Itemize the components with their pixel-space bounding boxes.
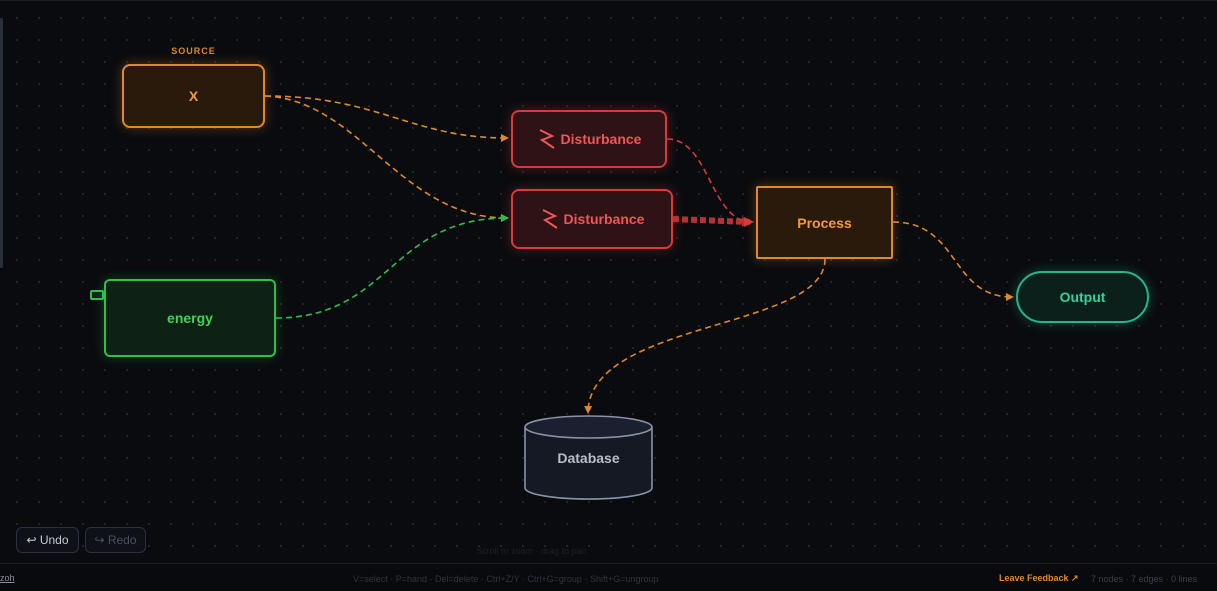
- node-energy[interactable]: energy: [104, 279, 276, 357]
- status-left-link[interactable]: zoh: [0, 573, 15, 583]
- edge-x-to-disturbance-1: [264, 95, 509, 142]
- node-x[interactable]: X: [122, 64, 265, 128]
- edge-disturbance-2-to-process: [672, 216, 752, 227]
- node-process[interactable]: Process: [756, 186, 893, 259]
- node-process-label: Process: [797, 214, 852, 231]
- energy-connection-handle[interactable]: [90, 290, 104, 300]
- node-database[interactable]: Database: [523, 414, 654, 502]
- left-panel-edge[interactable]: [0, 18, 3, 268]
- canvas-hint: Scroll to zoom · drag to pan: [476, 546, 587, 556]
- keyboard-shortcuts-hint: V=select · P=hand · Del=delete · Ctrl+Z/…: [353, 574, 659, 584]
- lightning-icon: [542, 209, 558, 229]
- node-output-label: Output: [1059, 289, 1106, 305]
- node-disturbance-2-label: Disturbance: [563, 211, 645, 227]
- database-cylinder-icon: [524, 415, 653, 500]
- source-tag: SOURCE: [171, 46, 216, 56]
- edge-process-to-database: [584, 258, 826, 414]
- redo-button[interactable]: ↪ Redo: [85, 527, 146, 553]
- leave-feedback-link[interactable]: Leave Feedback ↗: [999, 573, 1079, 583]
- undo-button[interactable]: ↩ Undo: [16, 527, 79, 553]
- edge-disturbance-1-to-process: [666, 138, 754, 227]
- node-x-label: X: [188, 88, 199, 104]
- edge-process-to-output: [892, 221, 1014, 301]
- node-output[interactable]: Output: [1016, 271, 1149, 323]
- lightning-icon: [539, 129, 555, 149]
- node-disturbance-2[interactable]: Disturbance: [511, 189, 673, 249]
- edges-layer: [264, 95, 1014, 414]
- edge-x-to-disturbance-2: [264, 95, 509, 222]
- node-database-label: Database: [557, 450, 620, 466]
- node-disturbance-1[interactable]: Disturbance: [511, 110, 667, 168]
- status-bar: zoh V=select · P=hand · Del=delete · Ctr…: [0, 563, 1217, 591]
- node-energy-label: energy: [167, 310, 213, 326]
- node-disturbance-1-label: Disturbance: [560, 131, 642, 147]
- diagram-stats: 7 nodes · 7 edges · 0 lines: [1091, 574, 1198, 584]
- edge-energy-to-disturbance-2: [275, 214, 509, 319]
